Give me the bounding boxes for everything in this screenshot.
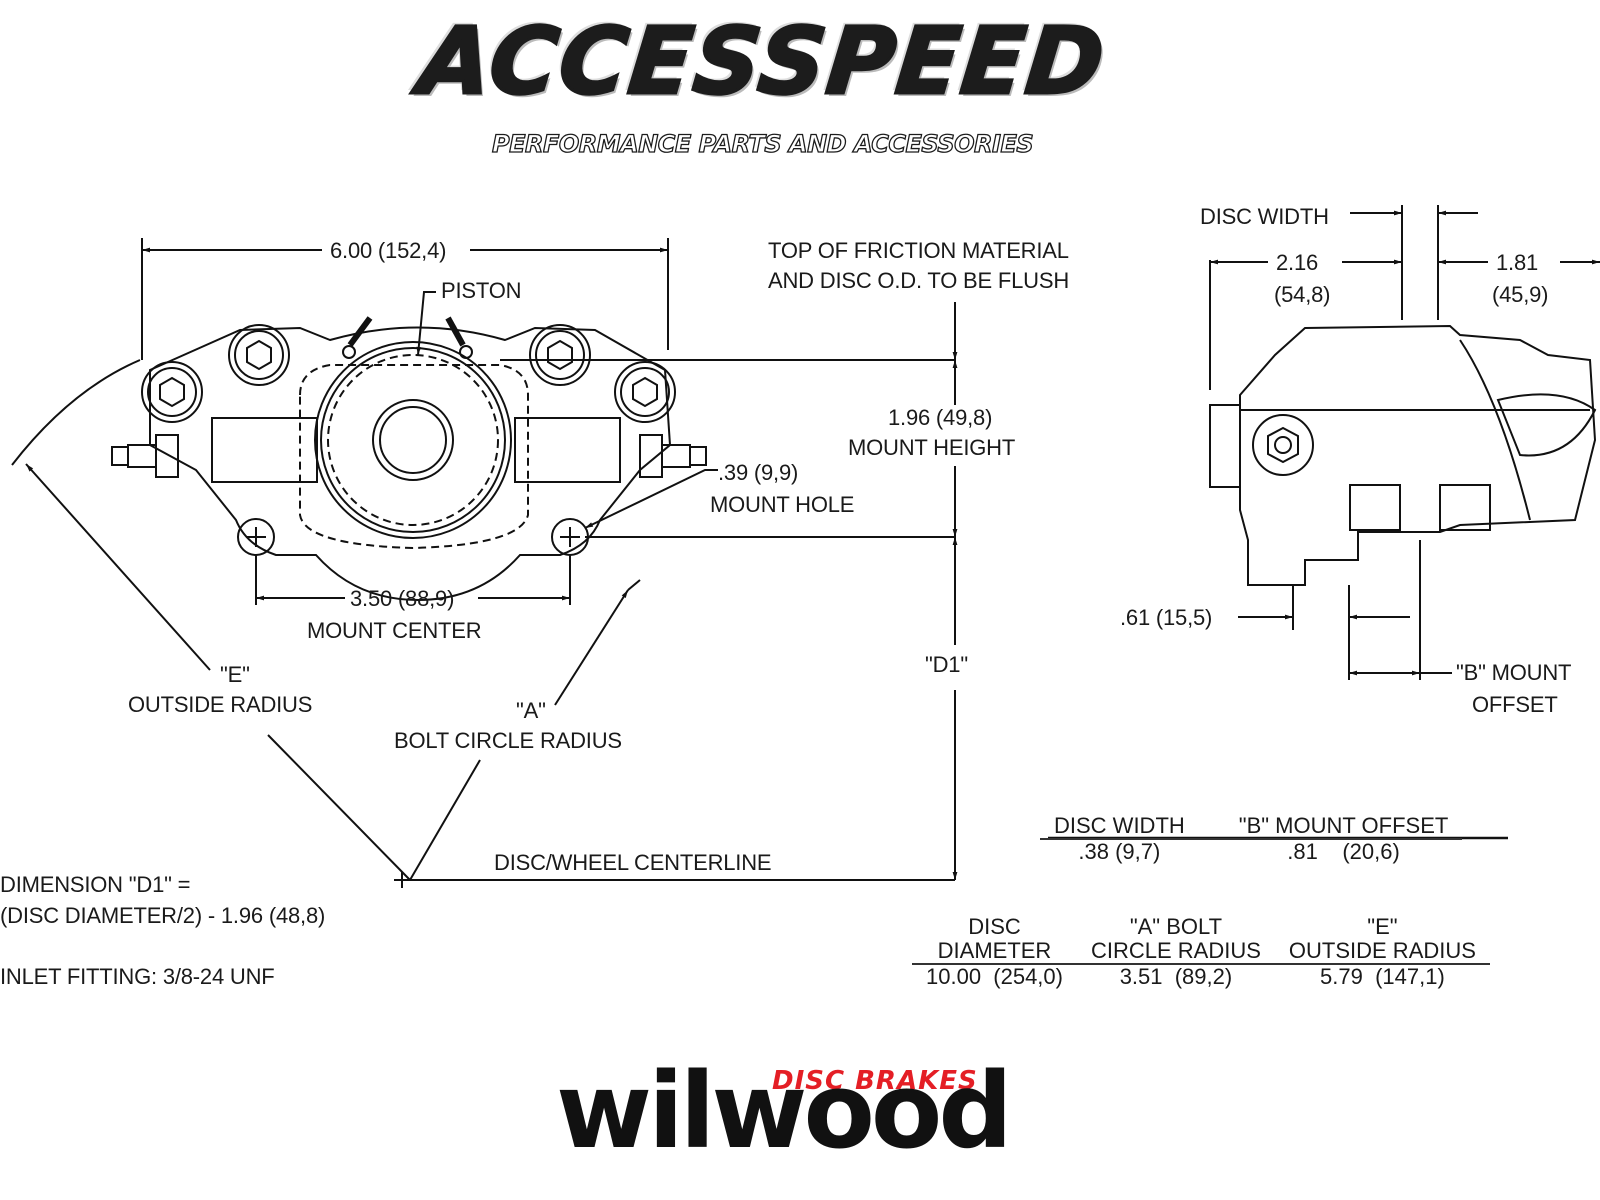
mount-height-label: MOUNT HEIGHT (848, 435, 1016, 460)
disc-width-label: DISC WIDTH (1200, 204, 1329, 229)
mount-hole-leader (584, 469, 718, 529)
table-header: DISC WIDTH (1040, 814, 1199, 840)
d1-formula-line1: DIMENSION "D1" = (0, 872, 191, 897)
table-cell: .81 (20,6) (1287, 839, 1400, 864)
radius-lines (11, 359, 641, 888)
side-view-dimensions (1209, 205, 1600, 680)
table-header: "B" MOUNT OFFSET (1198, 814, 1463, 840)
table-header: CIRCLE RADIUS (1076, 939, 1275, 965)
accesspeed-tagline: PERFORMANCE PARTS AND ACCESSORIES (491, 129, 1034, 158)
radius-table: DISC "A" BOLT "E" DIAMETER CIRCLE RADIUS… (912, 915, 1490, 989)
mount-center-label: MOUNT CENTER (307, 618, 482, 643)
b-offset-line2: OFFSET (1472, 692, 1558, 717)
d1-label: "D1" (925, 652, 968, 677)
table-header: DISC (968, 914, 1021, 939)
overall-width-dim: 6.00 (152,4) (330, 238, 447, 263)
flush-note-line1: TOP OF FRICTION MATERIAL (768, 238, 1069, 263)
table-header: "E" (1367, 914, 1398, 939)
mount-center-dim: 3.50 (88,9) (350, 586, 455, 611)
table-cell: .38 (9,7) (1078, 839, 1161, 864)
bottom-dim: .61 (15,5) (1120, 605, 1213, 630)
table-header: DIAMETER (912, 939, 1077, 965)
bolt-circle-label: BOLT CIRCLE RADIUS (394, 728, 622, 753)
inlet-fitting-note: INLET FITTING: 3/8-24 UNF (0, 964, 275, 989)
mount-hole-dim: .39 (9,9) (718, 460, 799, 485)
bolt-circle-code: "A" (516, 698, 546, 723)
overall-width-dimension (141, 238, 669, 360)
caliper-front-view (111, 316, 707, 602)
b-offset-line1: "B" MOUNT (1456, 660, 1572, 685)
flush-note-line2: AND DISC O.D. TO BE FLUSH (768, 268, 1070, 293)
table-cell: 3.51 (89,2) (1119, 964, 1233, 989)
d1-formula-line2: (DISC DIAMETER/2) - 1.96 (48,8) (0, 903, 326, 928)
mount-center-dimension (255, 555, 571, 605)
left-dim: 2.16 (1276, 250, 1319, 275)
right-dim: 1.81 (1496, 250, 1539, 275)
outside-radius-code: "E" (220, 662, 250, 687)
table-cell: 10.00 (254,0) (926, 964, 1063, 989)
disc-width-offset-table: DISC WIDTH "B" MOUNT OFFSET .38 (9,7) .8… (1040, 814, 1463, 864)
piston-leader (416, 291, 436, 356)
table-cell: 5.79 (147,1) (1320, 964, 1445, 989)
table-header: "A" BOLT (1129, 914, 1223, 939)
mount-height-dim: 1.96 (49,8) (888, 405, 993, 430)
disc-brakes-tagline: DISC BRAKES (772, 1066, 978, 1096)
right-dim-mm: (45,9) (1492, 282, 1549, 307)
outside-radius-label: OUTSIDE RADIUS (128, 692, 313, 717)
wilwood-logo: wilwood (556, 1050, 1013, 1172)
caliper-side-view (1209, 324, 1597, 586)
mount-hole-label: MOUNT HOLE (710, 492, 855, 517)
table-header: OUTSIDE RADIUS (1274, 939, 1490, 965)
piston-label: PISTON (441, 278, 522, 303)
centerline-label: DISC/WHEEL CENTERLINE (494, 850, 772, 875)
left-dim-mm: (54,8) (1274, 282, 1331, 307)
